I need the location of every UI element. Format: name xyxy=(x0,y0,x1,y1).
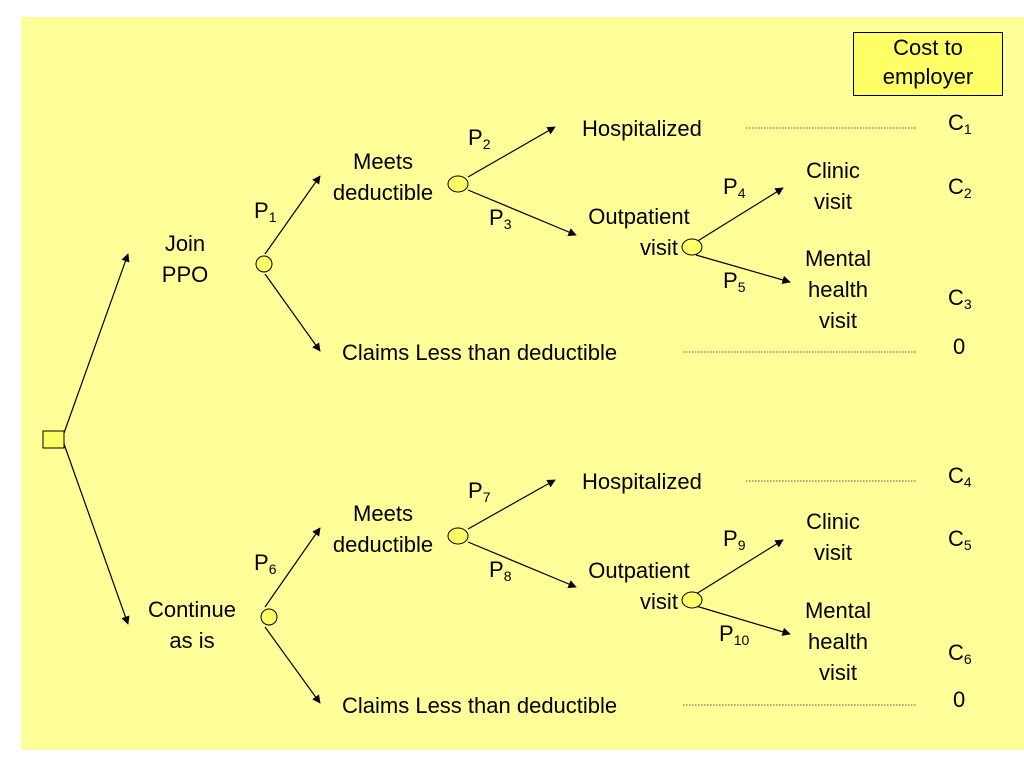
node-mental-bottom-line1: Mental xyxy=(804,598,872,623)
node-mental-top: Mental health visit xyxy=(792,243,884,336)
node-clinic-bottom: Clinic visit xyxy=(790,506,876,568)
node-join-ppo: Join PPO xyxy=(150,228,220,290)
prob-p7: P7 xyxy=(468,478,491,505)
edge-meets-hosp xyxy=(467,126,556,178)
edge-meets2-hosp xyxy=(467,479,556,530)
prob-p9: P9 xyxy=(723,526,746,553)
node-mental-bottom-line3: visit xyxy=(819,660,857,685)
node-mental-top-line2: health xyxy=(808,277,868,302)
node-mental-bottom-line2: health xyxy=(808,629,868,654)
chance-node-outpatient-bottom xyxy=(681,591,703,609)
cost-c2: C2 xyxy=(948,174,972,201)
prob-p3: P3 xyxy=(489,205,512,232)
edge-meets2-outpatient xyxy=(467,541,577,588)
legend-line-1: Cost to xyxy=(893,35,963,60)
node-outpatient-bottom-line2: visit xyxy=(640,589,678,614)
chance-node-outpatient-top xyxy=(681,238,703,256)
edge-out2-mental xyxy=(695,605,791,636)
node-clinic-bottom-line1: Clinic xyxy=(806,509,860,534)
decision-node xyxy=(42,430,65,449)
node-outpatient-top-line1: Outpatient xyxy=(588,204,690,229)
edge-root-join xyxy=(63,253,130,434)
node-outpatient-top: Outpatient visit xyxy=(576,201,702,263)
node-meets-top-line1: Meets xyxy=(353,149,413,174)
node-hospitalized-bottom: Hospitalized xyxy=(582,469,702,494)
edge-join-meets xyxy=(264,175,321,255)
node-outpatient-bottom-line1: Outpatient xyxy=(588,558,690,583)
node-mental-bottom: Mental health visit xyxy=(792,595,884,688)
prob-p2: P2 xyxy=(468,125,491,152)
cost-legend-box: Cost to employer xyxy=(853,32,1003,96)
node-mental-top-line1: Mental xyxy=(804,246,872,271)
prob-p4: P4 xyxy=(723,174,746,201)
prob-p10: P10 xyxy=(719,621,750,648)
edge-join-claims xyxy=(264,273,321,352)
node-outpatient-bottom: Outpatient visit xyxy=(576,555,702,617)
legend-line-2: employer xyxy=(882,64,974,89)
prob-p1: P1 xyxy=(254,198,277,225)
chance-node-meets-bottom xyxy=(447,527,469,545)
node-meets-deductible-top: Meets deductible xyxy=(323,146,443,208)
edge-continue-meets xyxy=(264,527,321,608)
node-mental-top-line3: visit xyxy=(819,308,857,333)
cost-c1: C1 xyxy=(948,110,972,137)
node-outpatient-top-line2: visit xyxy=(640,235,678,260)
edge-out2-clinic xyxy=(695,539,784,595)
node-claims-top: Claims Less than deductible xyxy=(342,340,618,365)
node-clinic-top-line2: visit xyxy=(814,189,852,214)
node-meets-bottom-line1: Meets xyxy=(353,501,413,526)
cost-c3: C3 xyxy=(948,285,972,312)
node-meets-deductible-bottom: Meets deductible xyxy=(323,498,443,560)
prob-p5: P5 xyxy=(723,268,746,295)
node-join-line2: PPO xyxy=(161,262,209,287)
node-claims-bottom: Claims Less than deductible xyxy=(342,693,618,718)
cost-c4: C4 xyxy=(948,463,972,490)
prob-p8: P8 xyxy=(489,557,512,584)
cost-zero-top: 0 xyxy=(953,334,966,359)
node-clinic-top-line1: Clinic xyxy=(806,158,860,183)
node-meets-top-line2: deductible xyxy=(332,180,434,205)
node-continue-as-is: Continue as is xyxy=(137,594,247,656)
node-continue-line2: as is xyxy=(169,628,215,653)
node-join-line1: Join xyxy=(164,231,206,256)
node-clinic-bottom-line2: visit xyxy=(814,540,852,565)
edge-root-continue xyxy=(63,443,130,625)
cost-c5: C5 xyxy=(948,526,972,553)
edge-continue-claims xyxy=(264,626,321,704)
prob-p6: P6 xyxy=(254,550,277,577)
edge-meets-outpatient xyxy=(467,189,577,236)
chance-node-continue xyxy=(260,608,278,626)
edge-out-mental xyxy=(695,254,791,284)
chance-node-join xyxy=(255,255,273,273)
node-clinic-top: Clinic visit xyxy=(790,155,876,217)
cost-c6: C6 xyxy=(948,640,972,667)
cost-zero-bottom: 0 xyxy=(953,687,966,712)
node-meets-bottom-line2: deductible xyxy=(332,532,434,557)
slide-background xyxy=(21,17,1024,750)
edge-out-clinic xyxy=(695,187,784,243)
node-hospitalized-top: Hospitalized xyxy=(582,116,702,141)
node-continue-line1: Continue xyxy=(147,597,237,622)
chance-node-meets-top xyxy=(447,175,469,193)
